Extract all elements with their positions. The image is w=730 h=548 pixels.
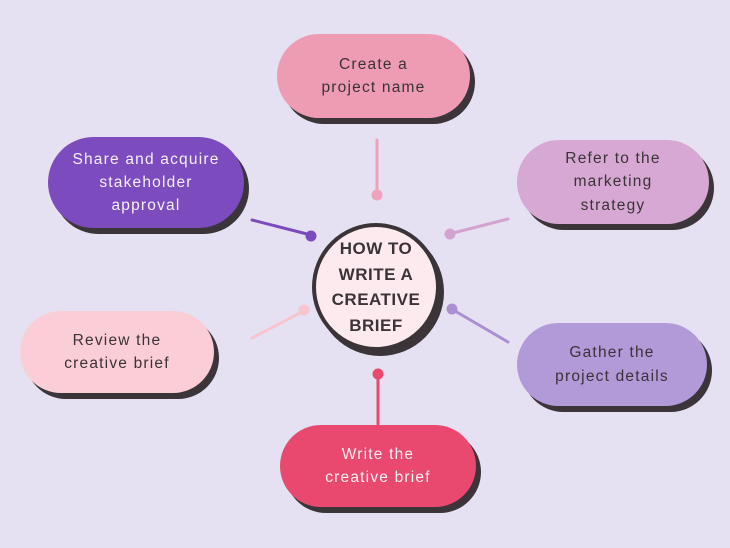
node-gather-project-details-label: Gather the project details — [555, 344, 669, 385]
node-write-creative-brief: Write the creative brief — [280, 425, 476, 507]
connector-refer-dot — [444, 228, 456, 240]
center-topic-circle: HOW TO WRITE A CREATIVE BRIEF — [312, 223, 440, 351]
connector-review-dot — [298, 304, 310, 316]
node-create-project-name: Create a project name — [277, 34, 470, 118]
node-write-creative-brief-label: Write the creative brief — [325, 445, 431, 486]
connector-share-dot — [305, 230, 317, 242]
node-refer-marketing-strategy: Refer to the marketing strategy — [517, 140, 709, 224]
node-share-stakeholder-approval: Share and acquire stakeholder approval — [48, 137, 244, 228]
connector-write-dot — [372, 368, 384, 380]
connector-share-stakeholder-approval — [250, 218, 317, 242]
node-gather-project-details: Gather the project details — [517, 323, 707, 406]
node-review-creative-brief: Review the creative brief — [20, 311, 214, 393]
node-create-project-name-label: Create a project name — [321, 55, 426, 96]
connector-create-project-name — [371, 138, 383, 201]
connector-review-creative-brief — [250, 304, 310, 340]
connector-create-dot — [371, 189, 383, 201]
connector-write-creative-brief — [372, 368, 384, 426]
node-refer-marketing-strategy-label: Refer to the marketing strategy — [565, 150, 661, 214]
connector-refer-line — [451, 217, 510, 235]
connector-review-line — [250, 311, 302, 340]
connector-gather-dot — [446, 303, 458, 315]
center-topic-label: HOW TO WRITE A CREATIVE BRIEF — [331, 239, 421, 335]
connector-gather-line — [453, 309, 510, 344]
connector-share-line — [250, 218, 309, 236]
connector-refer-marketing-strategy — [444, 217, 510, 240]
node-review-creative-brief-label: Review the creative brief — [64, 331, 170, 372]
connector-gather-project-details — [446, 303, 510, 344]
node-share-stakeholder-approval-label: Share and acquire stakeholder approval — [72, 150, 220, 215]
